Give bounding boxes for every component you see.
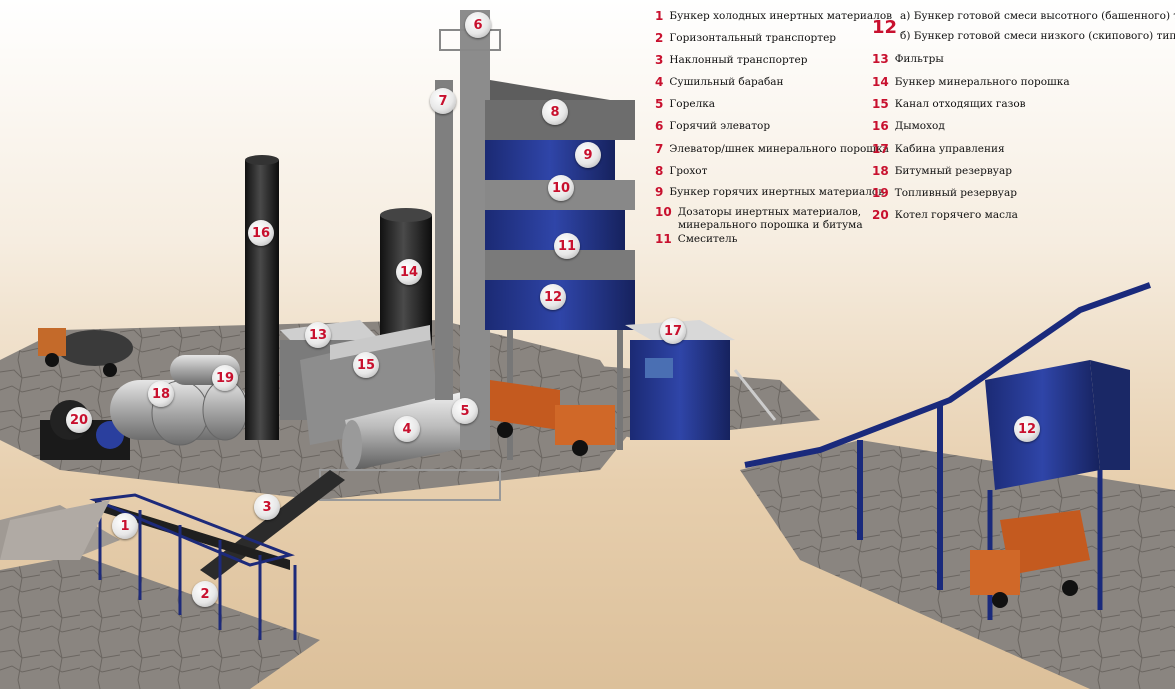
dump-truck-tower — [490, 380, 615, 456]
legend-item: минерального порошка и битума — [678, 219, 863, 231]
legend-number: 7 — [655, 142, 664, 156]
legend-item: 9 Бункер горячих инертных материалов — [655, 185, 885, 200]
ground-slab-front — [0, 555, 320, 689]
legend-number: 6 — [655, 119, 664, 133]
legend-text: Элеватор/шнек минерального порошка — [669, 143, 889, 155]
cold-feed-bins — [89, 493, 297, 640]
marker-6: 6 — [465, 12, 491, 38]
legend-text: Дозаторы инертных материалов, — [677, 206, 862, 218]
chimney — [245, 160, 279, 440]
legend-number: 15 — [872, 97, 889, 111]
legend-item: 11 Смеситель — [655, 232, 738, 247]
legend-text: Топливный резервуар — [894, 187, 1017, 199]
marker-9: 9 — [575, 142, 601, 168]
legend-item: 7 Элеватор/шнек минерального порошка — [655, 142, 889, 157]
mineral-elevator — [435, 80, 453, 400]
legend-item: 20 Котел горячего масла — [872, 208, 1018, 223]
legend-number: 20 — [872, 208, 889, 222]
legend-text: Грохот — [669, 165, 708, 177]
legend-number: 19 — [872, 186, 889, 200]
legend-text: б) Бункер готовой смеси низкого (скипово… — [900, 30, 1175, 42]
legend-text: Горячий элеватор — [669, 120, 771, 132]
legend-number: 9 — [655, 185, 664, 199]
marker-1: 1 — [112, 513, 138, 539]
legend-number: 2 — [655, 31, 664, 45]
legend-number: 16 — [872, 119, 889, 133]
legend-text: Бункер минерального порошка — [894, 76, 1070, 88]
marker-11: 11 — [554, 233, 580, 259]
legend-item: 10 Дозаторы инертных материалов, — [655, 205, 862, 220]
horizontal-conveyor — [95, 500, 290, 570]
legend-item: 12 — [872, 17, 903, 39]
legend-item: 14 Бункер минерального порошка — [872, 75, 1070, 90]
legend-number: 13 — [872, 52, 889, 66]
marker-18: 18 — [148, 381, 174, 407]
bitumen-tanks — [110, 355, 250, 446]
legend-text: Сушильный барабан — [669, 76, 784, 88]
legend-item: 4 Сушильный барабан — [655, 75, 784, 90]
legend-item: 16 Дымоход — [872, 119, 945, 134]
legend-item: 6 Горячий элеватор — [655, 119, 771, 134]
dump-truck-skip — [970, 510, 1090, 608]
legend-item: 18 Битумный резервуар — [872, 164, 1012, 179]
legend-text: Горизонтальный транспортер — [669, 32, 837, 44]
legend-text: Кабина управления — [894, 143, 1005, 155]
legend-text: Смеситель — [677, 233, 738, 245]
marker-8: 8 — [542, 99, 568, 125]
marker-3: 3 — [254, 494, 280, 520]
legend-number: 8 — [655, 164, 664, 178]
legend-number: 14 — [872, 75, 889, 89]
legend-number: 1 — [655, 9, 664, 23]
legend-number: 12 — [872, 17, 898, 38]
marker-4: 4 — [394, 416, 420, 442]
marker-19: 19 — [212, 365, 238, 391]
legend-item: 19 Топливный резервуар — [872, 186, 1017, 201]
legend-number: 18 — [872, 164, 889, 178]
marker-14: 14 — [396, 259, 422, 285]
marker-12: 12 — [540, 284, 566, 310]
marker-13: 13 — [305, 322, 331, 348]
legend-item: 13 Фильтры — [872, 52, 944, 67]
legend-number: 3 — [655, 53, 664, 67]
legend-text: минерального порошка и битума — [678, 219, 863, 231]
marker-20: 20 — [66, 407, 92, 433]
legend-item: 3 Наклонный транспортер — [655, 53, 808, 68]
marker-5: 5 — [452, 398, 478, 424]
legend-number: 11 — [655, 232, 672, 246]
legend-text: Битумный резервуар — [894, 165, 1012, 177]
legend-item: 5 Горелка — [655, 97, 716, 112]
marker-7: 7 — [430, 88, 456, 114]
legend-text: Бункер холодных инертных материалов — [669, 10, 893, 22]
marker-12: 12 — [1014, 416, 1040, 442]
legend-item: 8 Грохот — [655, 164, 708, 179]
marker-2: 2 — [192, 581, 218, 607]
legend-item: 17 Кабина управления — [872, 142, 1005, 157]
legend-item: б) Бункер готовой смеси низкого (скипово… — [900, 30, 1175, 42]
legend-item: 15 Канал отходящих газов — [872, 97, 1026, 112]
legend-text: Дымоход — [894, 120, 945, 132]
legend-number: 5 — [655, 97, 664, 111]
legend-number: 17 — [872, 142, 889, 156]
legend-text: Фильтры — [894, 53, 944, 65]
legend-text: Горелка — [669, 98, 716, 110]
legend-text: а) Бункер готовой смеси высотного (башен… — [900, 10, 1175, 22]
legend-item: а) Бункер готовой смеси высотного (башен… — [900, 10, 1175, 22]
legend-item: 2 Горизонтальный транспортер — [655, 31, 837, 46]
legend-item: 1 Бункер холодных инертных материалов — [655, 9, 893, 24]
marker-17: 17 — [660, 318, 686, 344]
skip-hoist — [744, 282, 1152, 590]
marker-10: 10 — [548, 175, 574, 201]
tanker-truck — [38, 328, 133, 377]
legend-number: 10 — [655, 205, 672, 219]
skip-hopper — [985, 360, 1130, 620]
legend-text: Котел горячего масла — [894, 209, 1018, 221]
marker-16: 16 — [248, 220, 274, 246]
marker-15: 15 — [353, 352, 379, 378]
legend-text: Канал отходящих газов — [894, 98, 1026, 110]
legend-text: Бункер горячих инертных материалов — [669, 186, 885, 198]
ground-slab-skip — [740, 440, 1175, 689]
legend-text: Наклонный транспортер — [669, 54, 808, 66]
legend-number: 4 — [655, 75, 664, 89]
